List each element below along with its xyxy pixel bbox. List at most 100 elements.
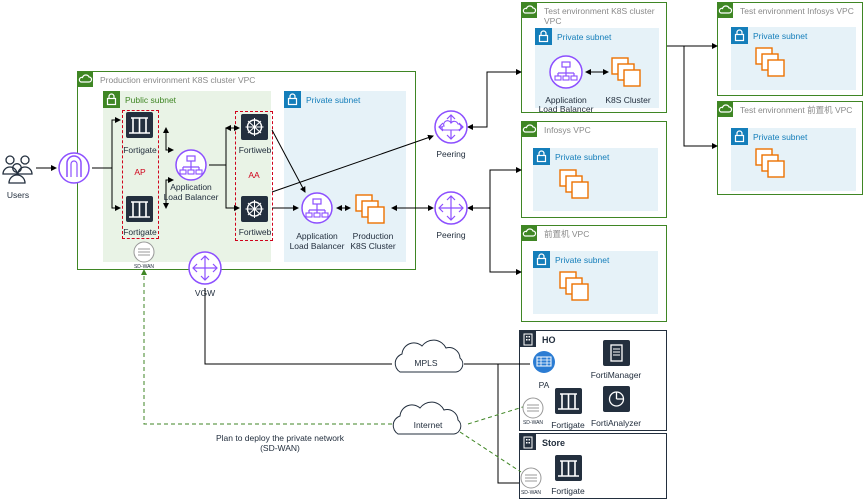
peering-bottom-label: Peering — [436, 230, 466, 240]
qianzhiji-vpc-title: 前置机 VPC — [544, 229, 590, 239]
cloud-icon — [521, 225, 537, 241]
cloud-icon — [521, 121, 537, 137]
production-vpc-title: Production environment K8S cluster VPC — [100, 75, 256, 85]
store-site: Store — [519, 433, 667, 499]
store-title: Store — [542, 438, 566, 448]
lock-icon — [103, 91, 120, 108]
plan-label-line2: (SD-WAN) — [260, 443, 300, 453]
lock-icon — [533, 251, 550, 268]
k8s-label-line2: K8S Cluster — [350, 241, 396, 251]
lock-icon — [731, 27, 748, 44]
connector-fortigate-alb — [163, 127, 174, 153]
connector-fortiweb-alb — [271, 129, 306, 193]
test-alb-label-line1: Application — [545, 95, 587, 105]
test-infosys-private-subnet-title: Private subnet — [753, 31, 808, 41]
ap-label: AP — [134, 167, 146, 177]
connector-peering-qianzhiji — [489, 208, 522, 275]
test-alb-label-line2: Load Balancer — [538, 104, 594, 114]
ho-title: HO — [542, 335, 556, 345]
alb-right-icon — [301, 192, 333, 224]
test-qianzhiji-vpc-title: Test environment 前置机 VPC — [740, 105, 853, 115]
connector-vgw-mpls — [204, 288, 392, 365]
alb-left-label-line2: Load Balancer — [163, 192, 219, 202]
fortiweb-top-icon — [241, 114, 268, 140]
test-infosys-private-subnet: Private subnet — [731, 27, 856, 90]
fortianalyzer-label: FortiAnalyzer — [590, 418, 642, 428]
test-infosys-vpc-title: Test environment Infosys VPC — [740, 6, 854, 16]
lock-icon — [284, 91, 301, 108]
fortiweb-bottom-label: Fortiweb — [238, 227, 272, 237]
vgw-icon — [188, 251, 222, 285]
building-icon — [520, 331, 536, 347]
connector-test-qianzhiji — [683, 46, 718, 149]
mpls-label: MPLS — [414, 358, 438, 368]
fortigate-bottom-icon — [126, 196, 153, 222]
store-sdwan-icon — [520, 467, 542, 489]
ho-fortigate-icon — [555, 388, 582, 414]
connector-fortiweb-peering — [271, 134, 434, 193]
test-k8s-vpc-title-line2: VPC — [544, 16, 562, 26]
qianzhiji-private-subnet: Private subnet — [533, 251, 658, 314]
plan-label-line1: Plan to deploy the private network — [215, 433, 345, 443]
fortimanager-label: FortiManager — [590, 370, 642, 380]
infosys-vpc-title: Infosys VPC — [544, 125, 591, 135]
ho-sdwan-icon — [522, 397, 544, 419]
ho-site: HO — [519, 330, 667, 431]
fortianalyzer-icon — [603, 386, 630, 412]
prod-private-subnet-title: Private subnet — [306, 95, 361, 105]
test-qianzhiji-instances-icon — [755, 148, 785, 178]
test-k8s-private-subnet-title: Private subnet — [557, 32, 612, 42]
sdwan-prod-label: SD-WAN — [133, 264, 155, 270]
k8s-cluster-icon — [355, 194, 385, 224]
k8s-label-line1: Production — [352, 231, 394, 241]
fortiweb-aa-group — [235, 111, 273, 241]
peering-bottom-icon — [434, 191, 468, 225]
fortigate-top-label: Fortigate — [123, 145, 157, 155]
public-subnet-title: Public subnet — [125, 95, 177, 105]
lock-icon — [533, 148, 550, 165]
test-qianzhiji-private-subnet: Private subnet — [731, 128, 856, 191]
users-icon — [2, 155, 33, 184]
test-k8s-vpc-title-line1: Test environment K8S cluster — [544, 6, 655, 16]
fortiweb-bottom-icon — [241, 196, 268, 222]
cloud-icon — [521, 2, 537, 18]
cloud-icon — [717, 101, 733, 117]
qianzhiji-instances-icon — [559, 271, 589, 301]
internet-gateway-icon — [58, 152, 90, 184]
users-label: Users — [6, 190, 30, 200]
prod-private-subnet: Private subnet — [284, 91, 406, 262]
infosys-private-subnet-title: Private subnet — [555, 152, 610, 162]
store-fortigate-icon — [555, 455, 582, 481]
connector-internet-store-sdwan — [459, 431, 522, 473]
fortiweb-top-label: Fortiweb — [238, 145, 272, 155]
store-sdwan-label: SD-WAN — [520, 490, 542, 496]
test-qianzhiji-private-subnet-title: Private subnet — [753, 132, 808, 142]
fortimanager-icon — [603, 340, 630, 366]
internet-label: Internet — [413, 420, 443, 430]
mpls-cloud-icon — [394, 339, 464, 373]
pa-label: PA — [538, 380, 550, 390]
infosys-private-subnet: Private subnet — [533, 148, 658, 211]
fortigate-ap-group — [122, 110, 159, 239]
vgw-label: VGW — [194, 288, 216, 298]
connector-mpls-store — [464, 363, 519, 484]
building-icon — [520, 434, 536, 450]
connector-internet-ho-sdwan — [467, 405, 527, 425]
test-infosys-instances-icon — [755, 47, 785, 77]
ho-fortigate-label: Fortigate — [551, 420, 585, 430]
alb-right-label-line2: Load Balancer — [289, 241, 345, 251]
test-k8s-label: K8S Cluster — [605, 95, 651, 105]
lock-icon — [535, 28, 552, 45]
connector-peering-test-vpc — [467, 69, 522, 130]
lock-icon — [731, 128, 748, 145]
store-fortigate-label: Fortigate — [551, 486, 585, 496]
connector-peering-infosys — [467, 167, 522, 211]
peering-top-label: Peering — [436, 149, 466, 159]
qianzhiji-private-subnet-title: Private subnet — [555, 255, 610, 265]
test-alb-icon — [549, 55, 583, 89]
fortigate-bottom-label: Fortigate — [123, 227, 157, 237]
alb-left-icon — [175, 149, 207, 181]
alb-right-label-line1: Application — [296, 231, 338, 241]
sdwan-prod-icon — [133, 241, 155, 263]
